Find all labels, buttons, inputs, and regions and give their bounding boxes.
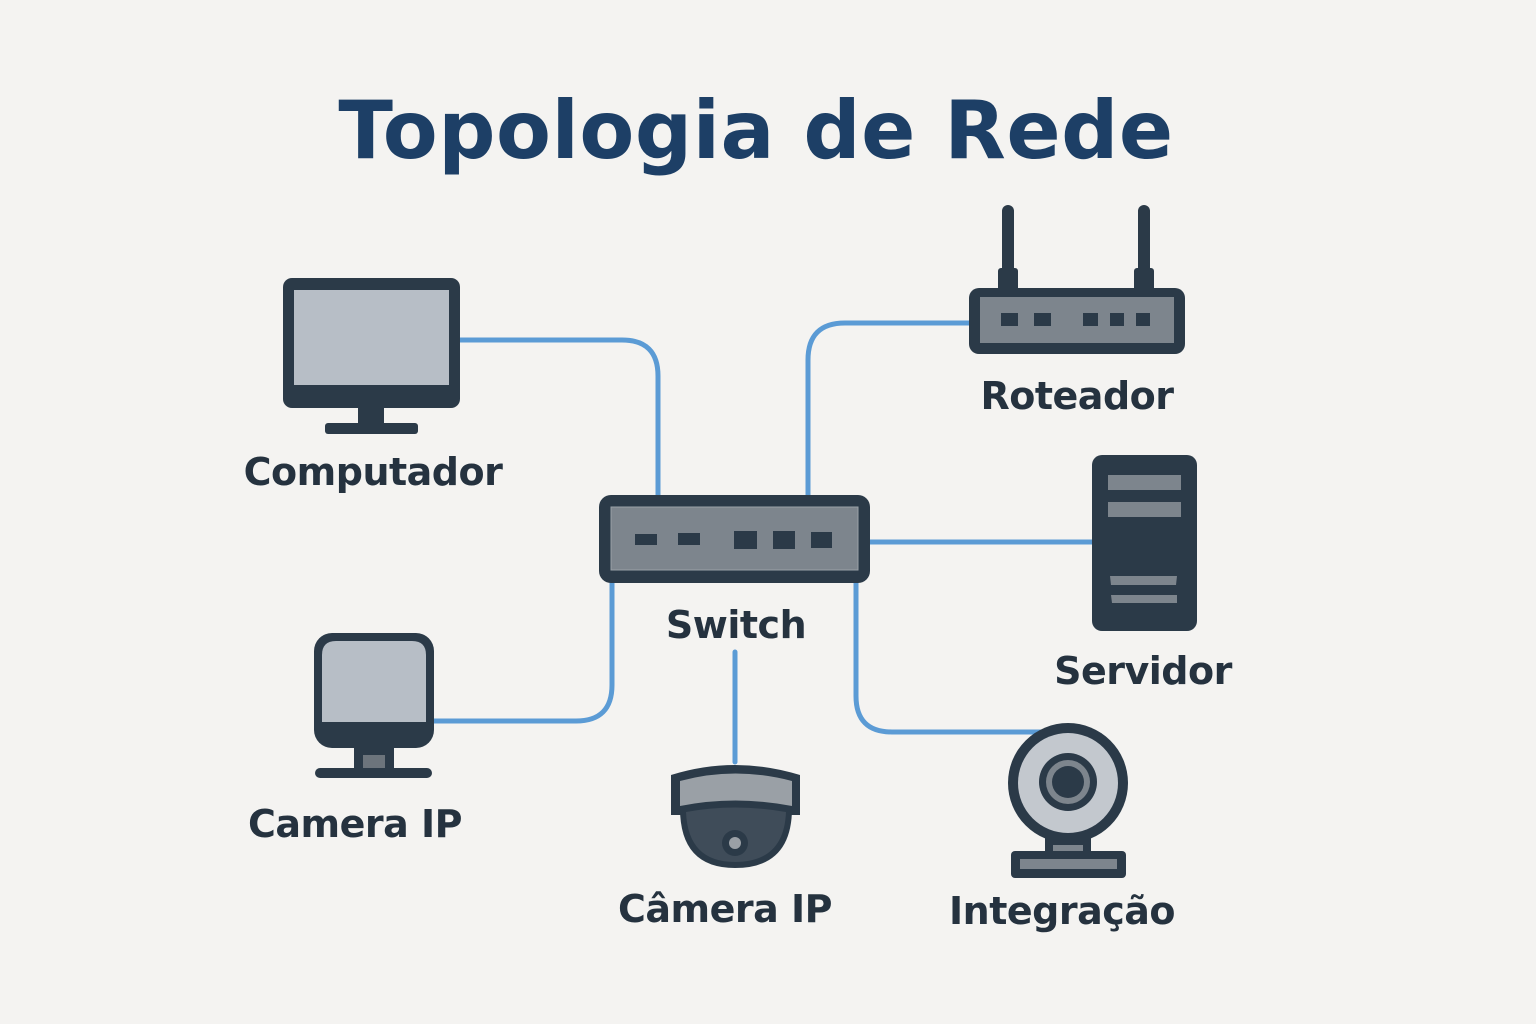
desktop-computer-icon xyxy=(283,278,460,434)
node-label-servidor: Servidor xyxy=(1054,649,1232,693)
cable-integracao-switch xyxy=(853,579,1043,735)
node-label-roteador: Roteador xyxy=(980,374,1175,418)
cable-roteador-switch xyxy=(805,320,973,499)
network-switch-icon xyxy=(599,495,870,583)
diagram-title: Topologia de Rede xyxy=(338,84,1174,177)
node-label-computador: Computador xyxy=(243,450,503,494)
cable-camera-ip-monitor-switch xyxy=(431,579,615,724)
node-label-switch: Switch xyxy=(665,603,807,647)
server-tower-icon xyxy=(1092,455,1197,631)
monitor-camera-icon xyxy=(314,633,434,778)
node-label-camera-ip-monitor: Camera IP xyxy=(248,802,463,846)
cable-computador-switch xyxy=(455,337,661,499)
dome-camera-icon xyxy=(671,765,800,868)
node-label-integracao: Integração xyxy=(949,889,1176,933)
router-icon xyxy=(969,205,1185,354)
webcam-icon xyxy=(1008,723,1128,878)
cables xyxy=(431,320,1095,765)
node-label-camera-ip-dome: Câmera IP xyxy=(618,887,833,931)
